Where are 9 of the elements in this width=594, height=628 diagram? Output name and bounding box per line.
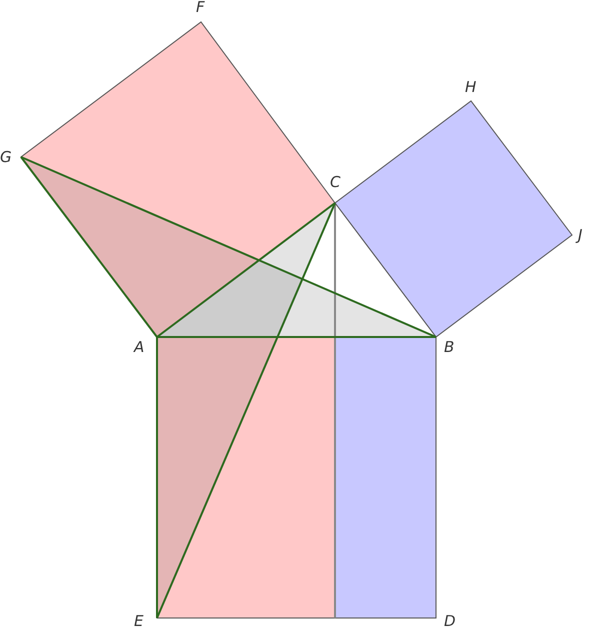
point-label: A — [134, 340, 144, 355]
point-label: D — [444, 614, 456, 628]
point-label: F — [196, 0, 205, 15]
point-label: B — [444, 340, 454, 355]
point-label: J — [578, 228, 582, 243]
point-label: H — [465, 80, 476, 95]
point-label: C — [330, 175, 340, 190]
point-label: E — [134, 614, 144, 628]
point-label: G — [0, 150, 12, 165]
